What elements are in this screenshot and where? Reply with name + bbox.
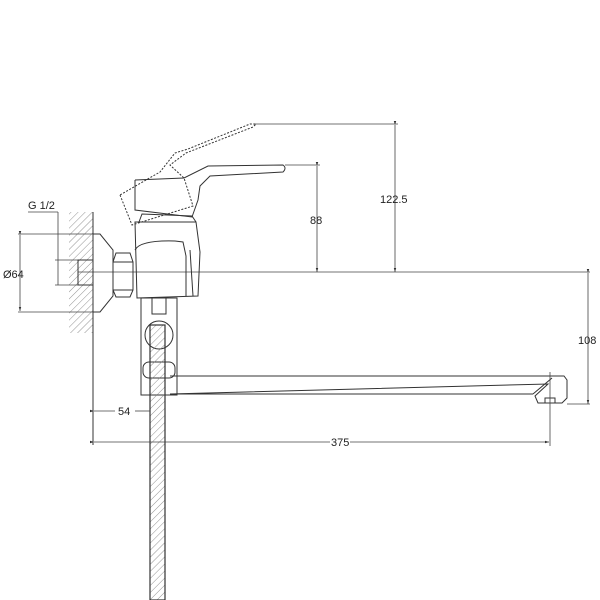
dim-lever-height: 88 [310, 215, 322, 227]
dim-wall-to-body: 54 [118, 406, 130, 418]
mixer-body [134, 213, 201, 299]
dim-spout-reach: 375 [331, 437, 349, 449]
dim-spout-drop: 108 [578, 335, 596, 347]
hex-nut [112, 252, 134, 298]
lever-handle [134, 164, 286, 218]
wall [69, 212, 94, 445]
dim-lever-raised-height: 122.5 [380, 194, 408, 206]
rosette [93, 233, 114, 313]
dimension-lines [18, 121, 590, 444]
dim-thread: G 1/2 [28, 200, 55, 212]
dim-rosette-diameter: Ø64 [3, 269, 24, 281]
lever-handle-raised [119, 123, 258, 226]
shower-hose [149, 324, 166, 600]
spout [169, 372, 568, 446]
pipe-stub [77, 259, 94, 286]
